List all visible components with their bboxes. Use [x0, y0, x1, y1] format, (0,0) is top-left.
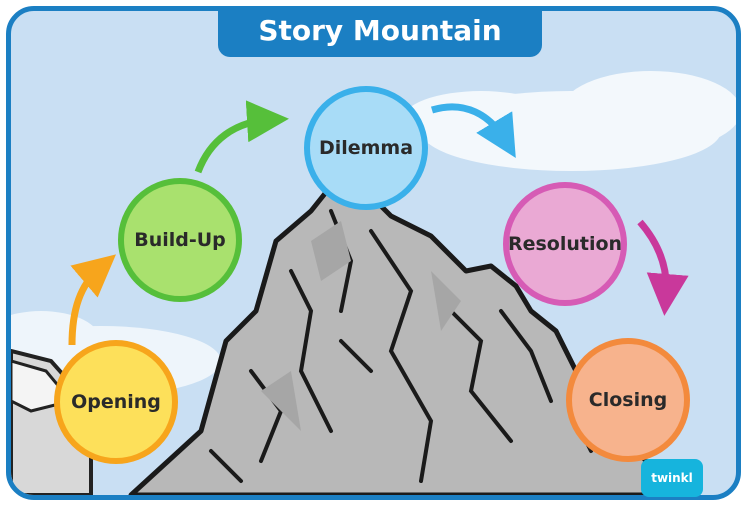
twinkl-logo: twinkl	[641, 459, 703, 497]
stage-resolution: Resolution	[503, 182, 627, 306]
rock-shading	[261, 221, 461, 431]
page-title: Story Mountain	[258, 14, 502, 47]
stage-label-resolution: Resolution	[507, 233, 623, 255]
stage-dilemma: Dilemma	[304, 86, 428, 210]
stage-closing: Closing	[566, 338, 690, 462]
stage-label-dilemma: Dilemma	[318, 137, 414, 159]
title-banner	[218, 6, 542, 57]
stage-build-up: Build-Up	[118, 178, 242, 302]
stage-label-build-up: Build-Up	[134, 229, 226, 251]
cloud-right	[401, 71, 736, 171]
stage-label-opening: Opening	[71, 391, 161, 413]
stage-label-closing: Closing	[588, 389, 668, 411]
stage-opening: Opening	[54, 340, 178, 464]
twinkl-logo-text: twinkl	[651, 471, 693, 485]
